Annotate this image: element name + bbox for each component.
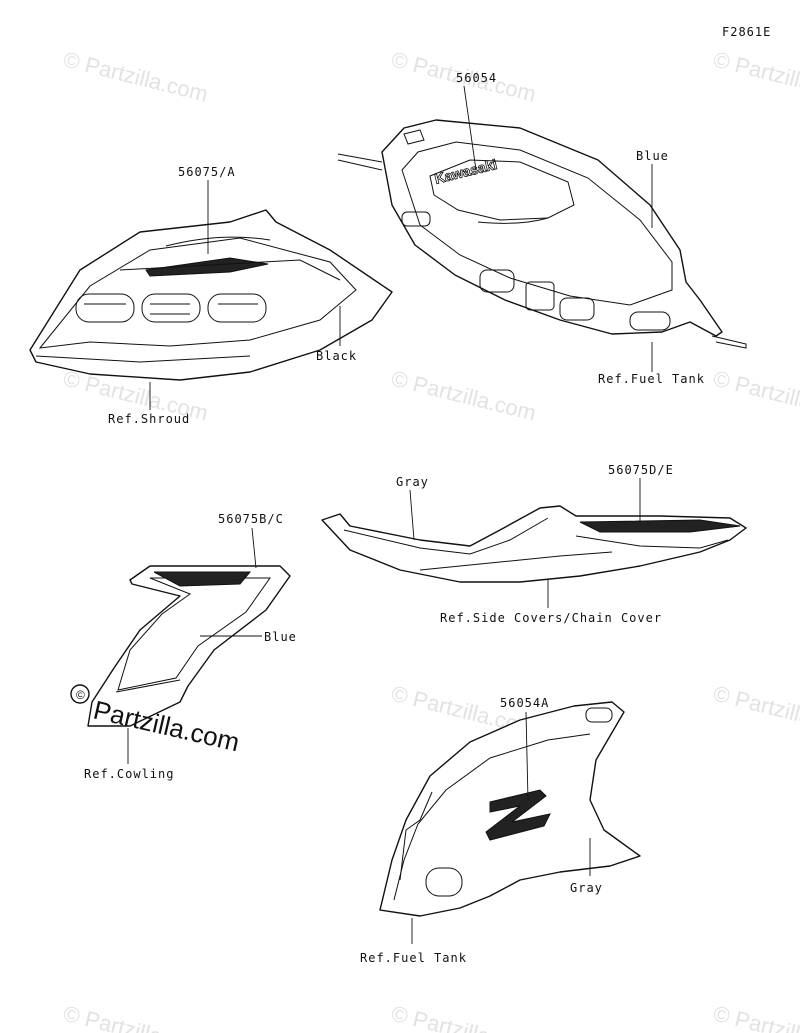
shroud-stripe — [145, 257, 269, 277]
part-ref-label: Ref.Cowling — [84, 767, 174, 781]
part-number-label: 56075D/E — [608, 463, 674, 477]
figure-id: F2861E — [722, 25, 771, 39]
watermark: © Partzilla.com — [389, 366, 539, 426]
part-ref-label: Ref.Fuel Tank — [598, 372, 705, 386]
part-ref-label: Ref.Side Covers/Chain Cover — [440, 611, 662, 625]
z-logo — [485, 789, 551, 841]
tank-side-shape — [379, 701, 641, 917]
part-number-label: 56054 — [456, 71, 497, 85]
watermark: © Partzilla.com — [389, 1001, 539, 1033]
fuel-tank-mount-slot — [479, 269, 515, 293]
part-color-label: Blue — [264, 630, 297, 644]
copyright-icon — [70, 684, 90, 704]
cowling-stripe — [153, 571, 252, 587]
tank-side-decal-group: 56054A Gray Ref.Fuel Tank — [360, 696, 641, 965]
svg-text:©: © — [76, 688, 85, 702]
part-ref-label: Ref.Shroud — [108, 412, 190, 426]
shroud-650-logo-digit — [207, 293, 267, 323]
tank-side-mount-slot — [425, 867, 463, 897]
fuel-tank-decal-panel — [429, 159, 575, 221]
watermark: © Partzilla.com — [61, 1001, 211, 1033]
fuel-tank-mount-slot — [525, 281, 555, 311]
side-cover-decal-group: Gray 56075D/E Ref.Side Covers/Chain Cove… — [321, 463, 747, 625]
shroud-650-logo-digit — [141, 293, 201, 323]
part-color-label: Black — [316, 349, 357, 363]
part-color-label: Gray — [570, 881, 603, 895]
watermark: © Partzilla.com — [711, 1001, 800, 1033]
tank-side-mount-slot — [585, 707, 613, 723]
part-number-label: 56054A — [500, 696, 549, 710]
part-ref-label: Ref.Fuel Tank — [360, 951, 467, 965]
cowling-decal-group: 56075B/C Blue Ref.Cowling — [84, 512, 297, 781]
fuel-tank-inner-outline — [401, 141, 673, 306]
part-number-label: 56075/A — [178, 165, 236, 179]
shroud-decal-group: 56075/A Black Ref.Shroud — [29, 165, 393, 426]
fuel-tank-mount-slot — [401, 211, 431, 227]
fuel-tank-mount-slot — [629, 311, 671, 331]
shroud-shape — [29, 209, 393, 381]
watermark: © Partzilla.com — [711, 681, 800, 741]
side-cover-shape — [321, 505, 747, 583]
watermark: © Partzilla.com — [711, 47, 800, 107]
watermark: © Partzilla.com — [711, 366, 800, 426]
fuel-tank-shape — [381, 119, 723, 337]
part-color-label: Blue — [636, 149, 669, 163]
part-color-label: Gray — [396, 475, 429, 489]
watermark: © Partzilla.com — [61, 47, 211, 107]
fuel-tank-mount-slot — [559, 297, 595, 321]
shroud-650-logo-digit — [75, 293, 135, 323]
part-number-label: 56075B/C — [218, 512, 284, 526]
fuel-tank-decal-group: Kawasaki 56054 Blue Ref.Fuel Tank — [337, 71, 747, 386]
side-cover-stripe — [579, 519, 741, 533]
